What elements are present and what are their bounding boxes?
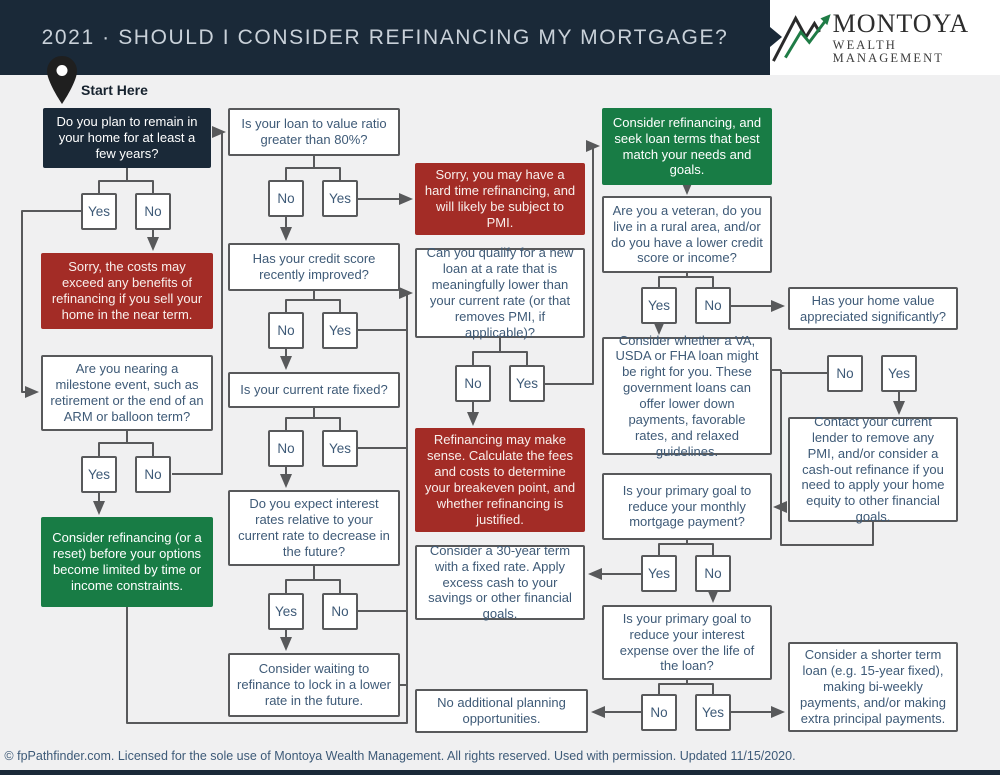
option-credit-yes: Yes bbox=[322, 312, 358, 349]
node-wait-refi: Consider waiting to refinance to lock in… bbox=[228, 653, 400, 717]
option-fixed-no: No bbox=[268, 430, 304, 467]
option-milestone-no: No bbox=[135, 456, 171, 493]
node-contact-lender: Contact your current lender to remove an… bbox=[788, 414, 958, 524]
option-qualify-no: No bbox=[455, 365, 491, 402]
start-here-label: Start Here bbox=[81, 82, 148, 98]
node-shorter-term: Consider a shorter term loan (e.g. 15-ye… bbox=[788, 642, 958, 732]
option-interest-yes: Yes bbox=[695, 694, 731, 731]
option-fixed-yes: Yes bbox=[322, 430, 358, 467]
option-homevalue-no: No bbox=[827, 355, 863, 392]
company-logo: MONTOYA WEALTH MANAGEMENT bbox=[770, 0, 1000, 75]
option-ltv-yes: Yes bbox=[322, 180, 358, 217]
node-milestone: Are you nearing a milestone event, such … bbox=[41, 355, 213, 431]
node-remain-home: Do you plan to remain in your home for a… bbox=[43, 108, 211, 168]
option-remain-home-yes: Yes bbox=[81, 193, 117, 230]
option-milestone-yes: Yes bbox=[81, 456, 117, 493]
node-home-value: Has your home value appreciated signific… bbox=[788, 287, 958, 330]
node-va-loan: Consider whether a VA, USDA or FHA loan … bbox=[602, 333, 772, 459]
node-interest-goal: Is your primary goal to reduce your inte… bbox=[602, 605, 772, 680]
option-monthly-yes: Yes bbox=[641, 555, 677, 592]
node-no-planning: No additional planning opportunities. bbox=[415, 689, 588, 733]
logo-name: MONTOYA bbox=[832, 9, 970, 38]
start-pin-icon bbox=[47, 56, 77, 104]
node-qualify: Can you qualify for a new loan at a rate… bbox=[415, 245, 585, 340]
node-consider-refi: Consider refinancing, and seek loan term… bbox=[602, 108, 772, 185]
node-thirty-year: Consider a 30-year term with a fixed rat… bbox=[415, 543, 585, 621]
node-rate-fixed: Is your current rate fixed? bbox=[228, 372, 400, 408]
option-veteran-no: No bbox=[695, 287, 731, 324]
option-veteran-yes: Yes bbox=[641, 287, 677, 324]
option-homevalue-yes: Yes bbox=[881, 355, 917, 392]
page-title: 2021 · SHOULD I CONSIDER REFINANCING MY … bbox=[41, 26, 729, 49]
node-hard-time: Sorry, you may have a hard time refinanc… bbox=[415, 163, 585, 235]
option-decrease-yes: Yes bbox=[268, 593, 304, 630]
option-credit-no: No bbox=[268, 312, 304, 349]
mountain-arrow-logo-icon bbox=[772, 13, 831, 62]
header-notch bbox=[770, 27, 782, 47]
license-footer: © fpPathfinder.com. Licensed for the sol… bbox=[4, 749, 796, 763]
node-consider-reset: Consider refinancing (or a reset) before… bbox=[41, 517, 213, 607]
node-monthly-goal: Is your primary goal to reduce your mont… bbox=[602, 473, 772, 540]
node-rates-decrease: Do you expect interest rates relative to… bbox=[228, 490, 400, 566]
logo-subtitle: WEALTH MANAGEMENT bbox=[832, 38, 944, 65]
node-sorry-sell: Sorry, the costs may exceed any benefits… bbox=[41, 253, 213, 329]
node-makes-sense: Refinancing may make sense. Calculate th… bbox=[415, 428, 585, 532]
option-remain-home-no: No bbox=[135, 193, 171, 230]
bottom-bar bbox=[0, 770, 1000, 775]
node-ltv: Is your loan to value ratio greater than… bbox=[228, 108, 400, 156]
node-credit-score: Has your credit score recently improved? bbox=[228, 243, 400, 291]
node-veteran: Are you a veteran, do you live in a rura… bbox=[602, 196, 772, 273]
option-qualify-yes: Yes bbox=[509, 365, 545, 402]
option-monthly-no: No bbox=[695, 555, 731, 592]
option-interest-no: No bbox=[641, 694, 677, 731]
logo-text: MONTOYA WEALTH MANAGEMENT bbox=[833, 11, 1000, 64]
option-ltv-no: No bbox=[268, 180, 304, 217]
option-decrease-no: No bbox=[322, 593, 358, 630]
